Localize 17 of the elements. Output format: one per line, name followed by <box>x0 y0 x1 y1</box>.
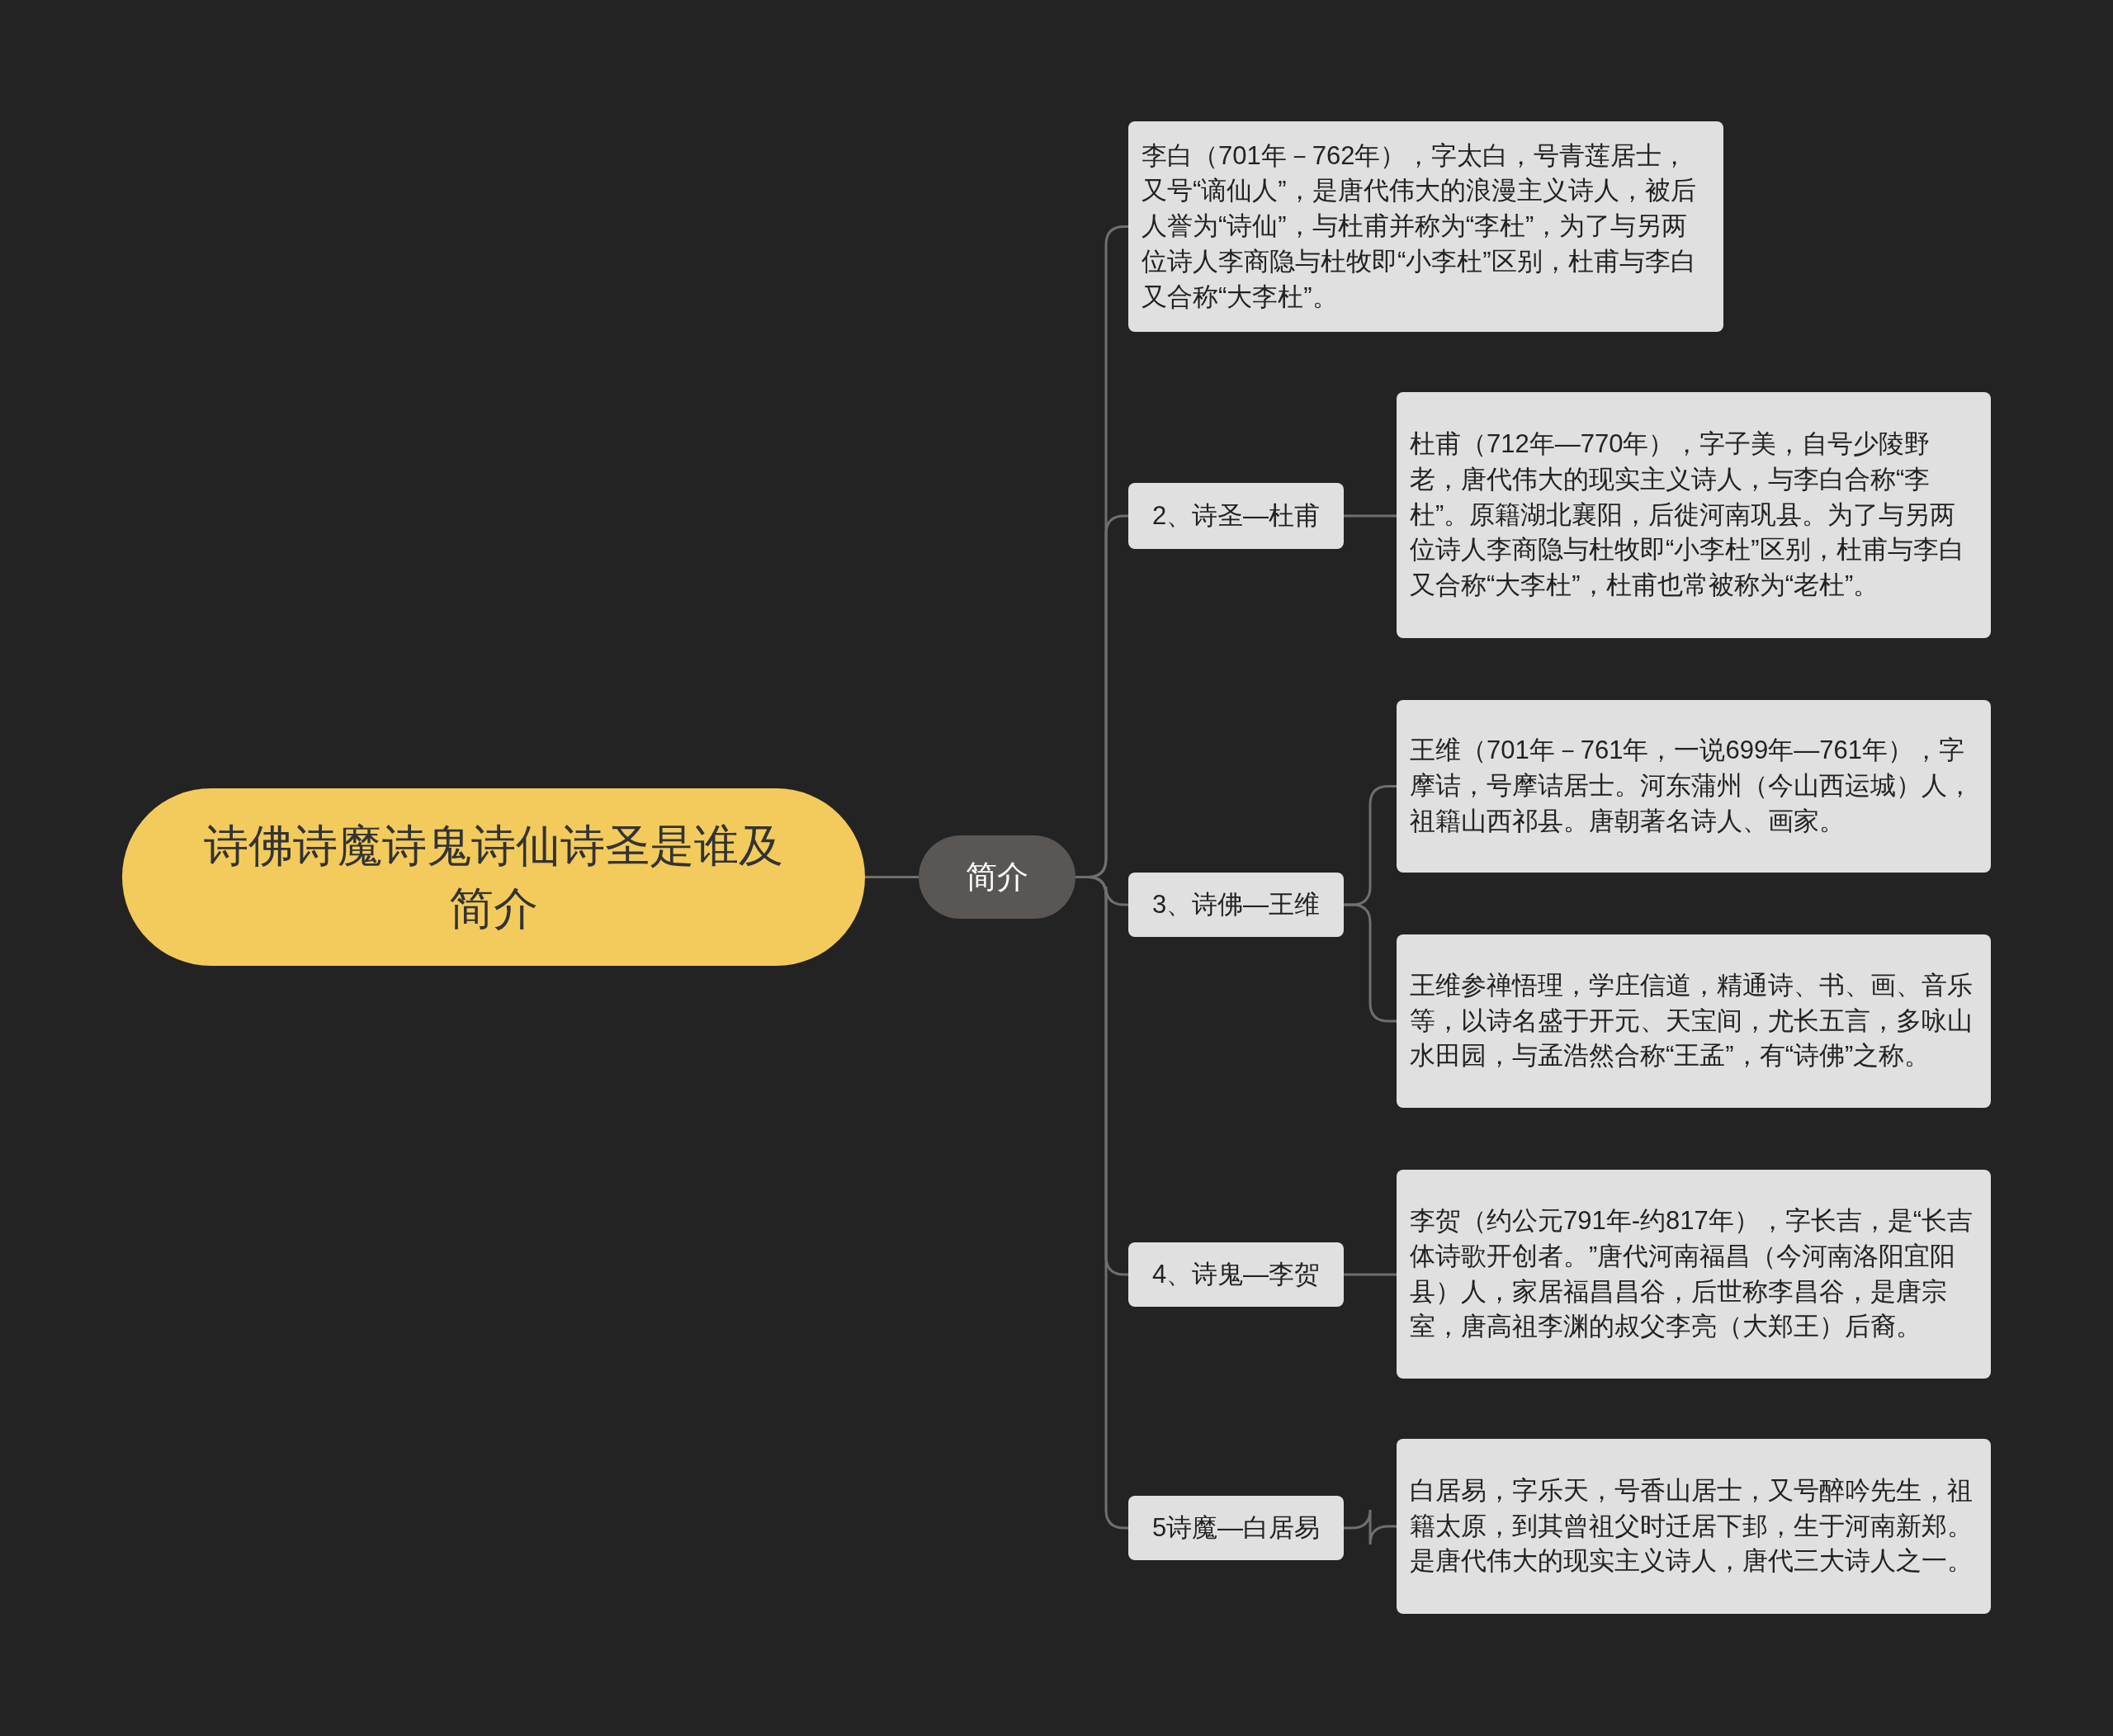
central-topic: 诗佛诗魔诗鬼诗仙诗圣是谁及简介 <box>122 788 865 966</box>
description-box: 李贺（约公元791年-约817年），字长吉，是“长吉体诗歌开创者。”唐代河南福昌（今河南洛阳宜阳县）人，家居福昌昌谷，后世称李昌谷，是唐宗室，唐高祖李渊的叔父李亮（大郑王）后裔。 <box>1397 1170 1991 1379</box>
description-box: 白居易，字乐天，号香山居士，又号醉吟先生，祖籍太原，到其曾祖父时迁居下邽，生于河南新郑。是唐代伟大的现实主义诗人，唐代三大诗人之一。 <box>1397 1439 1991 1614</box>
description-box: 杜甫（712年—770年），字子美，自号少陵野老，唐代伟大的现实主义诗人，与李白合称“李杜”。原籍湖北襄阳，后徙河南巩县。为了与另两位诗人李商隐与杜牧即“小李杜”区别，杜甫与李白又合称“大李杜”，杜甫也常被称为“老杜”。 <box>1397 392 1991 638</box>
main-topic: 简介 <box>919 835 1075 919</box>
subtopic: 3、诗佛—王维 <box>1128 873 1344 937</box>
connector-line <box>1344 1273 1397 1276</box>
subtopic: 4、诗鬼—李贺 <box>1128 1242 1344 1307</box>
subtopic: 5诗魔—白居易 <box>1128 1496 1344 1560</box>
connector-line <box>1344 1508 1397 1546</box>
description-box: 李白（701年－762年），字太白，号青莲居士，又号“谪仙人”，是唐代伟大的浪漫主义诗人，被后人誉为“诗仙”，与杜甫并称为“李杜”，为了与另两位诗人李商隐与杜牧即“小李杜”区别，杜甫与李白又合称“大李杜”。 <box>1128 121 1723 332</box>
connector-line <box>1344 514 1397 518</box>
connector-line <box>1344 903 1397 1023</box>
description-box: 王维参禅悟理，学庄信道，精通诗、书、画、音乐等，以诗名盛于开元、天宝间，尤长五言，多咏山水田园，与孟浩然合称“王孟”，有“诗佛”之称。 <box>1397 934 1991 1108</box>
description-box: 王维（701年－761年，一说699年—761年），字摩诘，号摩诘居士。河东蒲州（今山西运城）人，祖籍山西祁县。唐朝著名诗人、画家。 <box>1397 700 1991 873</box>
connector-line <box>865 876 919 878</box>
subtopic: 2、诗圣—杜甫 <box>1128 483 1344 549</box>
